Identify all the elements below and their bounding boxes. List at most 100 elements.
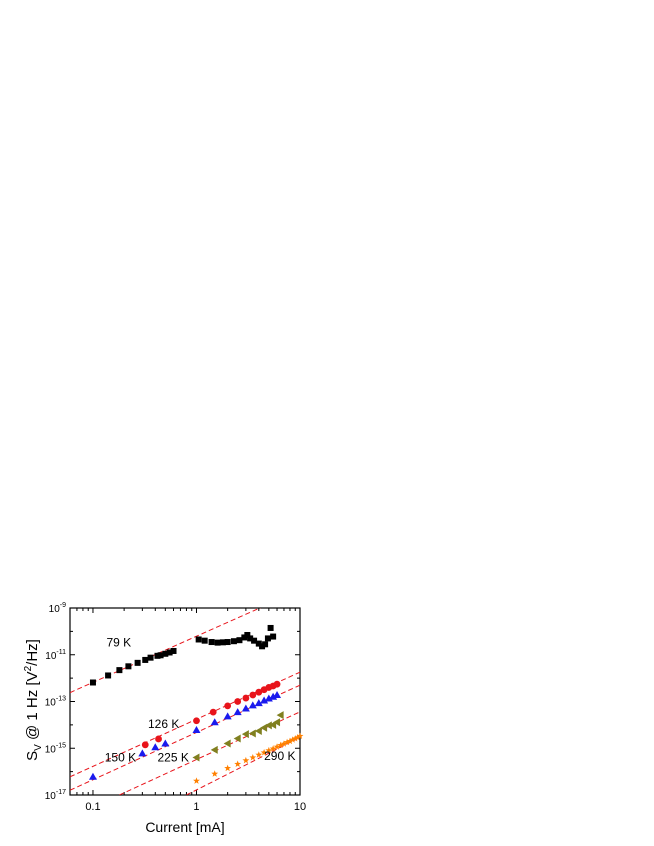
axis-ticks — [69, 607, 301, 796]
series-label: 225 K — [157, 751, 188, 765]
data-point — [141, 741, 149, 749]
data-point — [234, 698, 242, 705]
data-point — [254, 726, 262, 735]
data-point — [116, 667, 123, 674]
y-axis-label-middle: @ 1 Hz [V — [24, 671, 41, 744]
data-point — [234, 760, 242, 768]
data-point — [273, 718, 281, 727]
data-point — [154, 652, 161, 659]
y-tick-exponent: -13 — [56, 696, 66, 703]
x-tick-labels: 0.1 1 10 — [85, 801, 306, 813]
x-tick-label: 0.1 — [85, 801, 100, 813]
data-point — [162, 650, 169, 657]
data-point — [265, 746, 273, 754]
data-point — [286, 737, 294, 745]
data-point — [223, 712, 232, 720]
data-point — [244, 631, 251, 638]
y-tick-base: 10 — [49, 604, 61, 615]
data-point — [260, 749, 268, 756]
data-point — [255, 640, 262, 647]
data-point — [192, 753, 200, 762]
data-point — [210, 745, 218, 754]
data-point — [267, 624, 274, 631]
data-point — [134, 659, 141, 666]
y-axis-label-subscript: V — [33, 744, 44, 751]
data-point — [273, 690, 282, 698]
y-tick-exponent: -15 — [56, 742, 66, 749]
data-point — [147, 654, 154, 661]
data-point — [273, 743, 281, 750]
data-point — [251, 637, 258, 644]
data-point — [236, 637, 243, 644]
data-point — [224, 639, 231, 646]
y-tick-exponent: -9 — [60, 602, 66, 609]
data-point — [88, 772, 97, 780]
data-point — [260, 723, 268, 732]
data-point — [241, 704, 250, 712]
data-points — [88, 624, 304, 784]
data-point — [273, 680, 281, 688]
y-tick-label: 10-13 — [45, 696, 66, 709]
y-tick-base: 10 — [45, 698, 57, 709]
series-label: 126 K — [148, 717, 179, 731]
data-point — [233, 708, 242, 716]
y-tick-label: 10-15 — [45, 742, 66, 755]
data-point — [255, 688, 263, 696]
data-point — [155, 735, 162, 743]
data-point — [277, 741, 285, 749]
fit-line — [119, 711, 300, 795]
data-point — [269, 745, 277, 752]
data-point — [89, 679, 96, 686]
y-tick-label: 10-11 — [45, 649, 66, 662]
data-point — [195, 636, 202, 643]
y-axis-label-main: S — [24, 751, 41, 761]
data-point — [157, 652, 164, 659]
x-axis-label: Current [mA] — [145, 819, 224, 835]
data-point — [294, 733, 302, 741]
data-point — [151, 743, 160, 751]
x-tick-label: 10 — [294, 801, 306, 813]
series-label: 150 K — [105, 751, 136, 765]
y-tick-base: 10 — [45, 744, 57, 755]
y-tick-exponent: -11 — [56, 649, 66, 656]
data-point — [249, 691, 257, 699]
y-tick-exponent: -17 — [56, 789, 66, 796]
data-point — [249, 753, 257, 761]
data-point — [210, 718, 219, 726]
data-point — [209, 708, 217, 716]
series-label: 290 K — [264, 749, 295, 763]
data-point — [211, 770, 219, 777]
x-tick-label: 1 — [193, 801, 199, 813]
data-point — [260, 696, 269, 704]
data-point — [193, 777, 200, 784]
y-tick-label: 10-9 — [49, 602, 66, 615]
data-point — [280, 740, 288, 747]
data-point — [193, 717, 200, 725]
y-tick-base: 10 — [45, 651, 57, 662]
data-point — [242, 694, 250, 702]
data-point — [289, 736, 297, 743]
data-point — [142, 656, 149, 663]
data-point — [170, 647, 177, 654]
data-point — [166, 649, 173, 656]
data-point — [125, 663, 132, 670]
data-point — [138, 749, 147, 757]
data-point — [248, 729, 256, 738]
y-axis-label-superscript: 2 — [23, 665, 34, 671]
data-point — [241, 730, 249, 739]
series-label: 79 K — [106, 636, 131, 650]
data-point — [219, 639, 226, 646]
data-point — [224, 764, 232, 772]
data-point — [224, 702, 232, 710]
data-point — [208, 639, 215, 646]
data-point — [262, 641, 269, 648]
data-point — [161, 739, 170, 747]
y-axis-label-end: /Hz] — [24, 639, 41, 666]
y-tick-label: 10-17 — [45, 789, 66, 802]
fit-line — [186, 736, 300, 795]
data-point — [255, 751, 263, 758]
series-annotations: 79 K 126 K 150 K 225 K 290 K — [105, 636, 296, 765]
data-point — [242, 756, 250, 764]
